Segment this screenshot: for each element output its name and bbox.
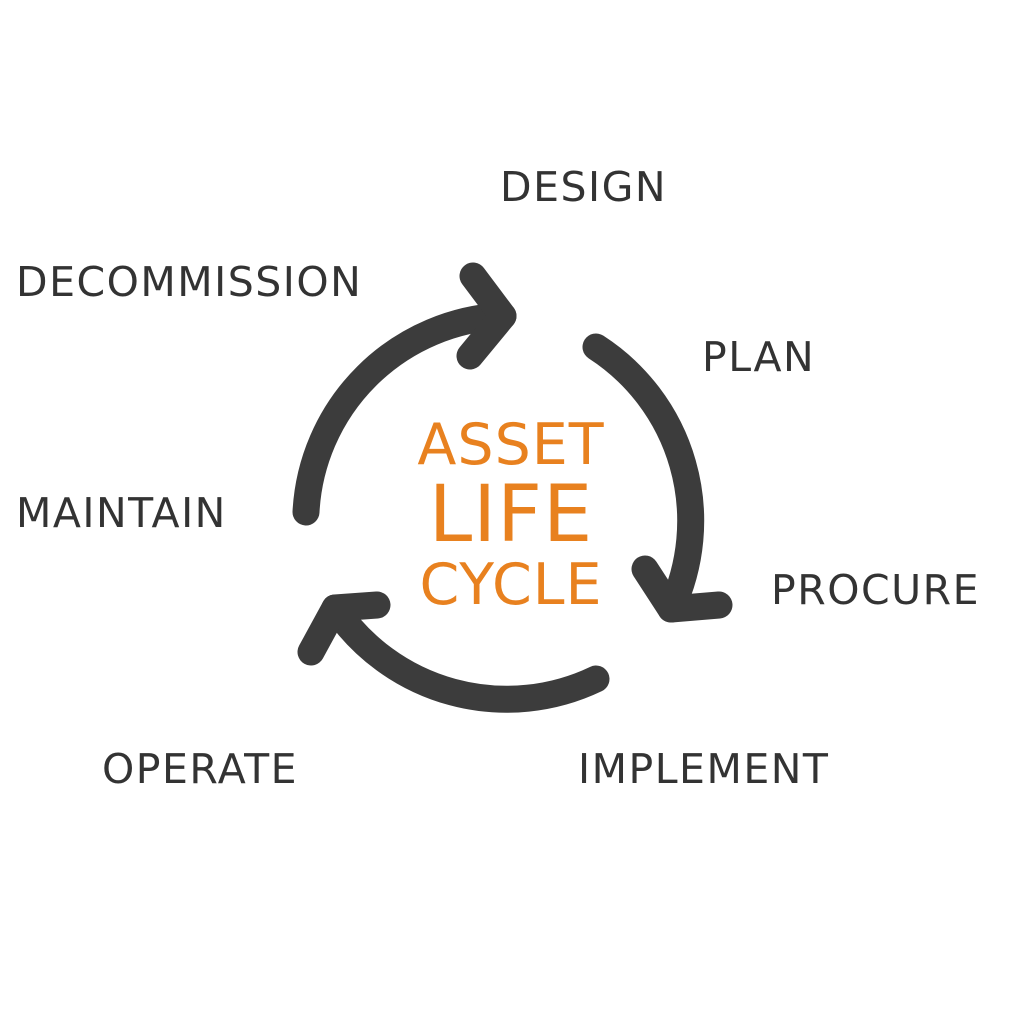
center-title-line-asset: ASSET — [417, 412, 605, 478]
stage-label-design: DESIGN — [500, 163, 668, 211]
stage-label-implement: IMPLEMENT — [578, 745, 830, 793]
stage-label-operate: OPERATE — [102, 745, 299, 793]
stage-label-maintain: MAINTAIN — [16, 489, 227, 537]
stage-label-decommission: DECOMMISSION — [16, 258, 363, 306]
center-title-line-cycle: CYCLE — [419, 552, 603, 618]
stage-label-plan: PLAN — [702, 333, 816, 381]
center-title-line-life: LIFE — [428, 470, 594, 560]
arrow-plan-to-procure — [582, 333, 733, 623]
arrow-decommission-to-design — [292, 262, 517, 526]
arrow-implement-to-operate — [297, 591, 610, 713]
stage-label-procure: PROCURE — [771, 566, 981, 614]
